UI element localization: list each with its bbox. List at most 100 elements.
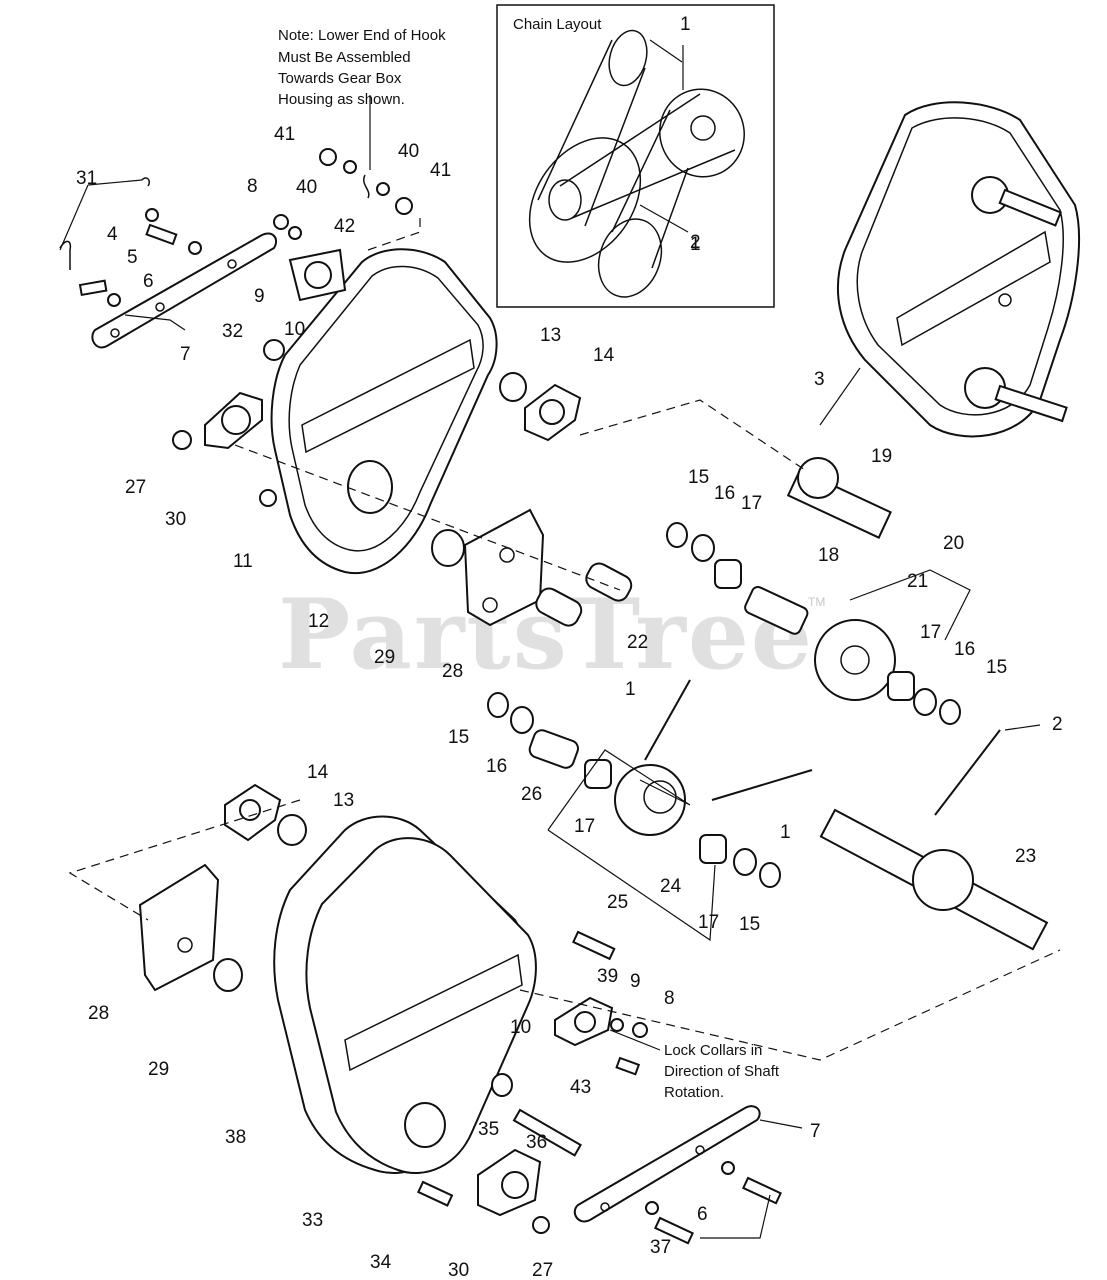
plate-hole	[482, 597, 498, 613]
chain-layout-title: Chain Layout	[513, 16, 602, 33]
sprocket-hub	[643, 780, 677, 814]
plate-body	[138, 863, 220, 992]
inset-sprocket-right	[659, 88, 745, 178]
washer-35	[491, 1073, 513, 1097]
gearbox-lower-shaft	[994, 384, 1068, 423]
washer-6-lower-bar	[721, 1161, 735, 1175]
callout-label: 40	[296, 177, 317, 198]
screw-4	[145, 208, 159, 222]
note-collars-line: Lock Collars in	[664, 1042, 762, 1059]
callout-label: 15	[688, 467, 709, 488]
washer-16-lower	[733, 848, 757, 876]
key-43	[615, 1056, 641, 1076]
inset-leader-1	[649, 39, 684, 90]
bar-hole	[155, 302, 165, 312]
callout-label: 16	[954, 639, 975, 660]
callout-label: 39	[597, 966, 618, 987]
spacer-22a	[585, 562, 633, 602]
sprocket-teeth	[814, 619, 896, 701]
shaft-sprocket	[912, 849, 974, 911]
leader-2-right	[1004, 724, 1041, 731]
chain-case-brace	[301, 338, 475, 454]
inset-hub-right	[690, 115, 716, 141]
callout-label: 15	[739, 914, 760, 935]
bearing-flange-30-upper	[204, 391, 263, 450]
callout-label: 40	[398, 141, 419, 162]
ring-15-right	[939, 699, 961, 725]
callout-label: 13	[333, 790, 354, 811]
callout-label: 13	[540, 325, 561, 346]
bar-hole	[600, 1202, 610, 1212]
leader-7-lower	[759, 1119, 803, 1129]
bar-hole	[110, 328, 120, 338]
gearbox-inner-rim	[856, 117, 1064, 416]
nut-27-lower	[532, 1216, 550, 1234]
callout-label: 42	[334, 216, 355, 237]
chain-1-lower	[711, 769, 813, 801]
ring-15-left	[487, 692, 509, 718]
washer-6-upper	[188, 241, 202, 255]
bearing-flange-10-upper	[288, 248, 347, 302]
inset-hub	[548, 179, 582, 221]
callout-label: 25	[607, 892, 628, 913]
callout-label: 17	[698, 912, 719, 933]
callout-label: 23	[1015, 846, 1036, 867]
callout-label: 7	[810, 1121, 821, 1142]
callout-label: 7	[180, 344, 191, 365]
note-hook: Note: Lower End of Hook Must Be Assemble…	[278, 27, 450, 108]
gearbox-housing-assembled	[836, 101, 1080, 438]
leader-3	[819, 367, 861, 426]
callout-label: 43	[570, 1077, 591, 1098]
callout-label: 38	[225, 1127, 246, 1148]
nut-11	[259, 489, 277, 507]
inset-sprocket-lower	[597, 218, 663, 298]
note-collars-line: Direction of Shaft	[664, 1063, 780, 1080]
inset-chain-3	[611, 109, 689, 269]
lower-case-bearing-hole	[404, 1102, 446, 1148]
callout-label: 17	[741, 493, 762, 514]
lower-shaft-23	[819, 808, 1049, 951]
dash-line-upper	[579, 399, 806, 471]
bearing-flange-30-lower	[477, 1148, 542, 1217]
washer-29-lower	[213, 958, 243, 992]
callout-label: 2	[690, 232, 701, 253]
callout-label: 33	[302, 1210, 323, 1231]
chain-case-bearing-hole	[347, 460, 393, 514]
callout-labels: 1 1 1 1 2 2 3 4 5 6 6 7 7 8 8 9 9 10 10 …	[76, 14, 1063, 1280]
mounting-bar-7	[91, 232, 278, 349]
chain-1-upper	[644, 679, 691, 761]
callout-label: 5	[127, 247, 138, 268]
callout-label: 32	[222, 321, 243, 342]
bearing-17-lower	[699, 834, 727, 864]
sprocket-teeth	[614, 764, 686, 836]
bearing-plate-28-lower	[138, 863, 220, 992]
callout-label: 28	[88, 1003, 109, 1024]
flange-bore	[501, 1171, 529, 1199]
bolt-37a	[742, 1176, 782, 1205]
callout-label: 9	[630, 971, 641, 992]
callout-label: 10	[284, 319, 305, 340]
washer-40-left	[343, 160, 357, 174]
gearbox-body	[836, 101, 1080, 438]
callout-label: 36	[526, 1132, 547, 1153]
washer-9-upper	[288, 226, 302, 240]
callout-label: 22	[627, 632, 648, 653]
callout-label: 27	[532, 1260, 553, 1280]
inset-chain-1	[537, 39, 646, 227]
bearing-17-left	[584, 759, 612, 789]
callout-label: 26	[521, 784, 542, 805]
callout-label: 15	[448, 727, 469, 748]
ring-15-upper	[666, 522, 688, 548]
nut-8-lower	[632, 1022, 648, 1038]
callout-label: 16	[486, 756, 507, 777]
callout-label: 28	[442, 661, 463, 682]
callout-label: 12	[308, 611, 329, 632]
bar-hole	[695, 1145, 705, 1155]
shaft-sprocket	[797, 457, 839, 499]
sprocket-21	[744, 585, 896, 701]
callout-label: 9	[254, 286, 265, 307]
bar-hole	[227, 259, 237, 269]
hub-18	[744, 585, 809, 635]
nut-8-upper	[273, 214, 289, 230]
washer-6-lower-bar2	[645, 1201, 659, 1215]
